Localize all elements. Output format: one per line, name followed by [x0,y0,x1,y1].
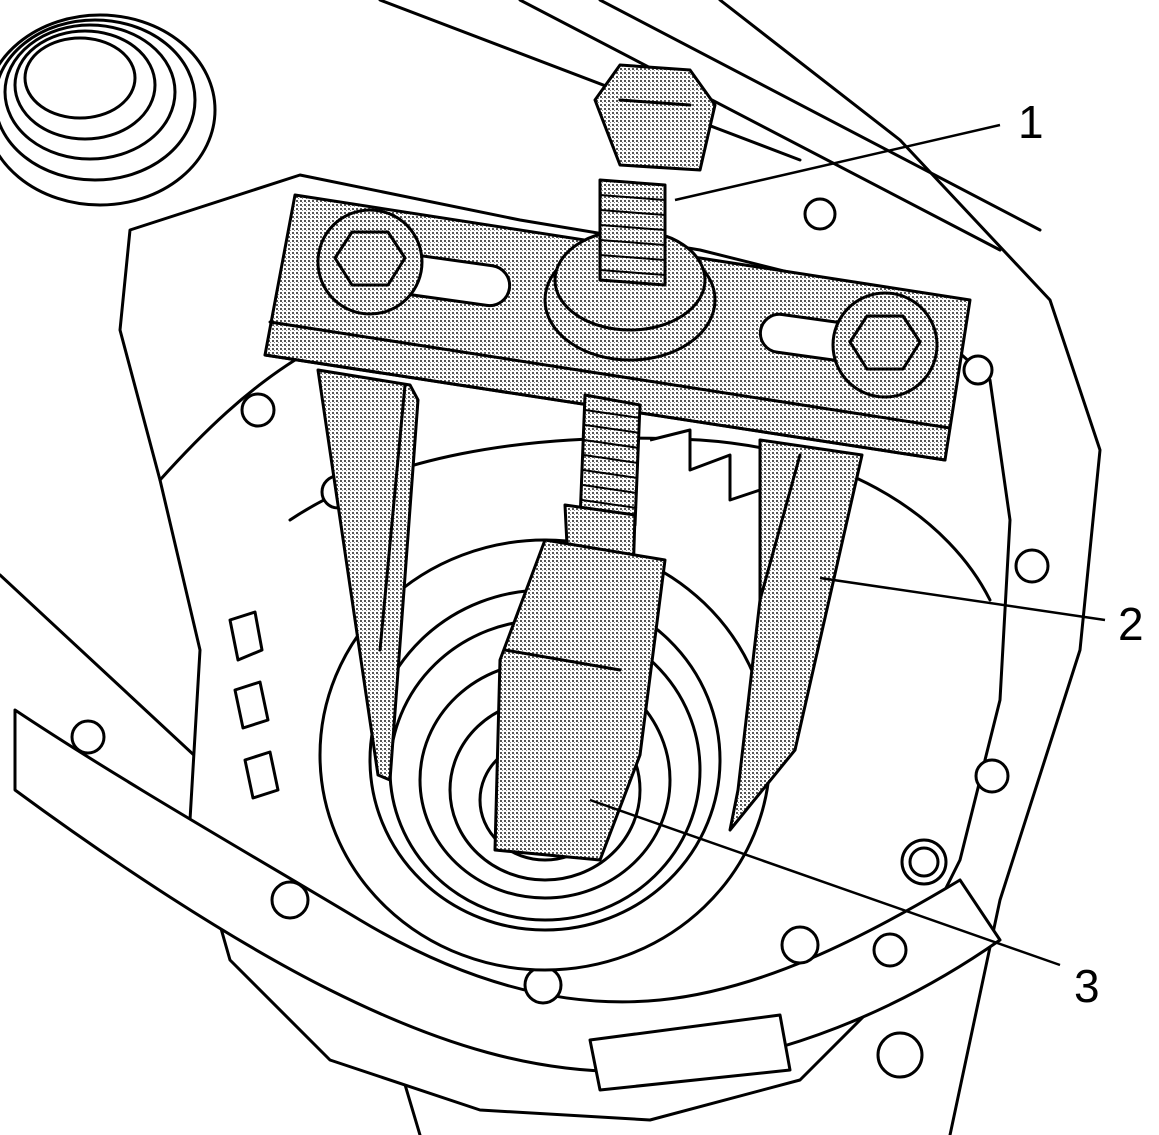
leader-line-3 [589,798,1061,967]
crossbar-bolts [316,208,939,399]
callout-1: 1 [1018,96,1044,148]
leader-lines [589,123,1106,967]
leader-line-1 [674,123,1001,202]
bearing-pilot-adapter [493,503,667,862]
callout-2: 2 [1118,598,1144,650]
seal-rings [0,13,217,207]
forcing-screw [543,63,717,527]
ring-gear-teeth [228,428,762,800]
callout-labels: 1 2 3 [1018,96,1144,1012]
puller-arms [316,368,864,832]
callout-3: 3 [1074,960,1100,1012]
leader-line-2 [819,576,1106,622]
cover-flange [13,708,1002,1092]
